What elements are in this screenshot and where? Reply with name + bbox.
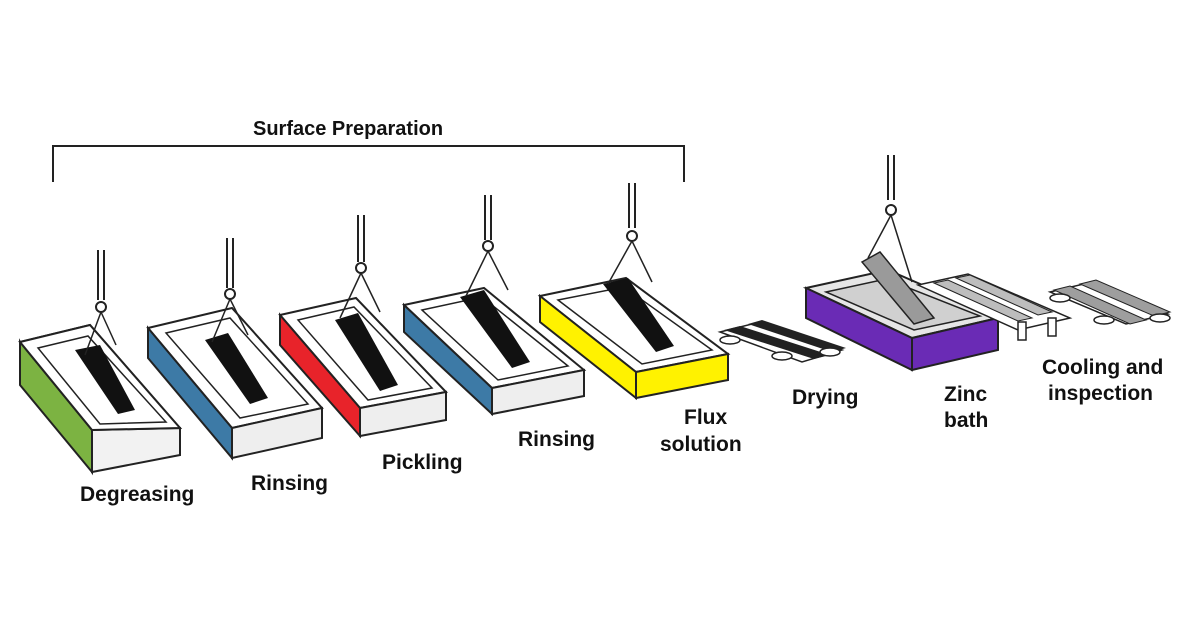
step-label-rinsing-2: Rinsing	[518, 428, 595, 451]
step-label-degreasing: Degreasing	[80, 483, 195, 506]
degreasing-tank	[18, 250, 183, 476]
inspection-rack	[1047, 279, 1172, 325]
step-label-flux-line2: solution	[660, 433, 742, 456]
step-label-flux-line1: Flux	[684, 406, 728, 429]
step-label-pickling: Pickling	[382, 451, 463, 474]
surface-preparation-bracket	[52, 145, 685, 182]
step-label-rinsing-1: Rinsing	[251, 472, 328, 495]
surface-preparation-title: Surface Preparation	[253, 118, 444, 140]
step-label-cooling-line2: inspection	[1048, 382, 1154, 405]
flux-solution-tank	[537, 183, 731, 401]
rinsing-tank-1	[146, 238, 324, 461]
step-label-cooling-line1: Cooling and	[1042, 356, 1164, 379]
drying-rack	[717, 320, 846, 363]
step-label-zinc-line1: Zinc	[944, 383, 988, 406]
zinc-bath-tank	[802, 155, 1002, 372]
step-label-zinc-line2: bath	[944, 409, 989, 432]
pickling-tank	[278, 215, 449, 439]
step-label-drying: Drying	[792, 386, 859, 409]
cooling-table	[915, 273, 1073, 341]
rinsing-tank-2	[401, 195, 587, 417]
